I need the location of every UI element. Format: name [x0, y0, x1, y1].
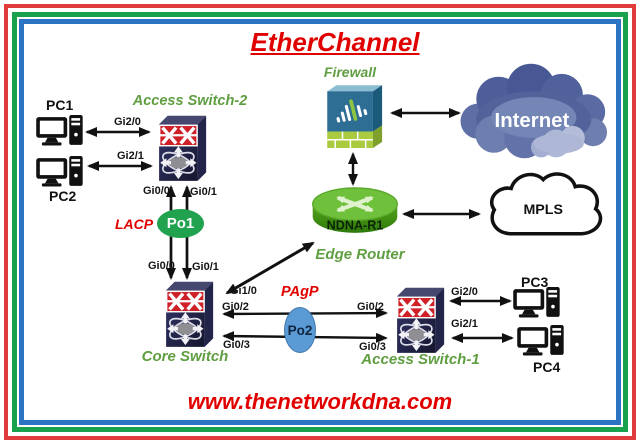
pc1-label: PC1	[46, 97, 74, 113]
website-text: www.thenetworkdna.com	[187, 389, 453, 414]
mpls-label: MPLS	[523, 202, 563, 218]
diagram-title: EtherChannel	[250, 27, 420, 57]
multilayer-switch-icon	[395, 286, 446, 354]
pc2-label: PC2	[49, 188, 77, 204]
pc3-label: PC3	[521, 274, 549, 290]
pc-icon	[517, 325, 564, 356]
internet-cloud-icon: Internet	[460, 63, 608, 159]
port-label: Gi0/3	[359, 341, 386, 353]
port-label: Gi0/3	[223, 339, 250, 351]
router-icon: NDNA-R1	[310, 186, 400, 242]
multilayer-switch-icon	[157, 114, 208, 182]
pc-icon	[36, 156, 83, 187]
port-label: Gi0/2	[357, 301, 384, 313]
mpls-cloud-icon: MPLS	[489, 172, 603, 236]
port-label: Gi2/1	[451, 318, 478, 330]
pc-icon	[513, 287, 560, 318]
pagp-label: PAgP	[281, 284, 319, 300]
port-label: Gi2/0	[114, 116, 141, 128]
link-core-router	[225, 241, 315, 295]
port-label: Gi0/1	[192, 261, 219, 273]
core-switch-label: Core Switch	[141, 348, 229, 365]
access-switch-2-label: Access Switch-2	[132, 93, 248, 109]
pc4-label: PC4	[533, 359, 561, 375]
access-switch-1-label: Access Switch-1	[361, 351, 480, 368]
port-label: Gi0/2	[222, 301, 249, 313]
edge-router-label: Edge Router	[315, 246, 405, 263]
router-hostname: NDNA-R1	[327, 218, 384, 232]
multilayer-switch-icon	[164, 280, 215, 348]
firewall-label: Firewall	[323, 64, 377, 80]
port-label: Gi0/0	[148, 260, 175, 272]
firewall-icon	[326, 84, 383, 148]
port-label: Gi1/0	[230, 285, 257, 297]
port-label: Gi2/1	[117, 150, 144, 162]
pc-icon	[36, 115, 83, 146]
port-label: Gi0/1	[190, 186, 217, 198]
port-channel-2: Po2	[284, 307, 316, 353]
port-channel-1: Po1	[157, 209, 204, 238]
internet-label: Internet	[495, 110, 570, 132]
port-label: Gi2/0	[451, 286, 478, 298]
port-label: Gi0/0	[143, 185, 170, 197]
lacp-label: LACP	[115, 216, 154, 232]
